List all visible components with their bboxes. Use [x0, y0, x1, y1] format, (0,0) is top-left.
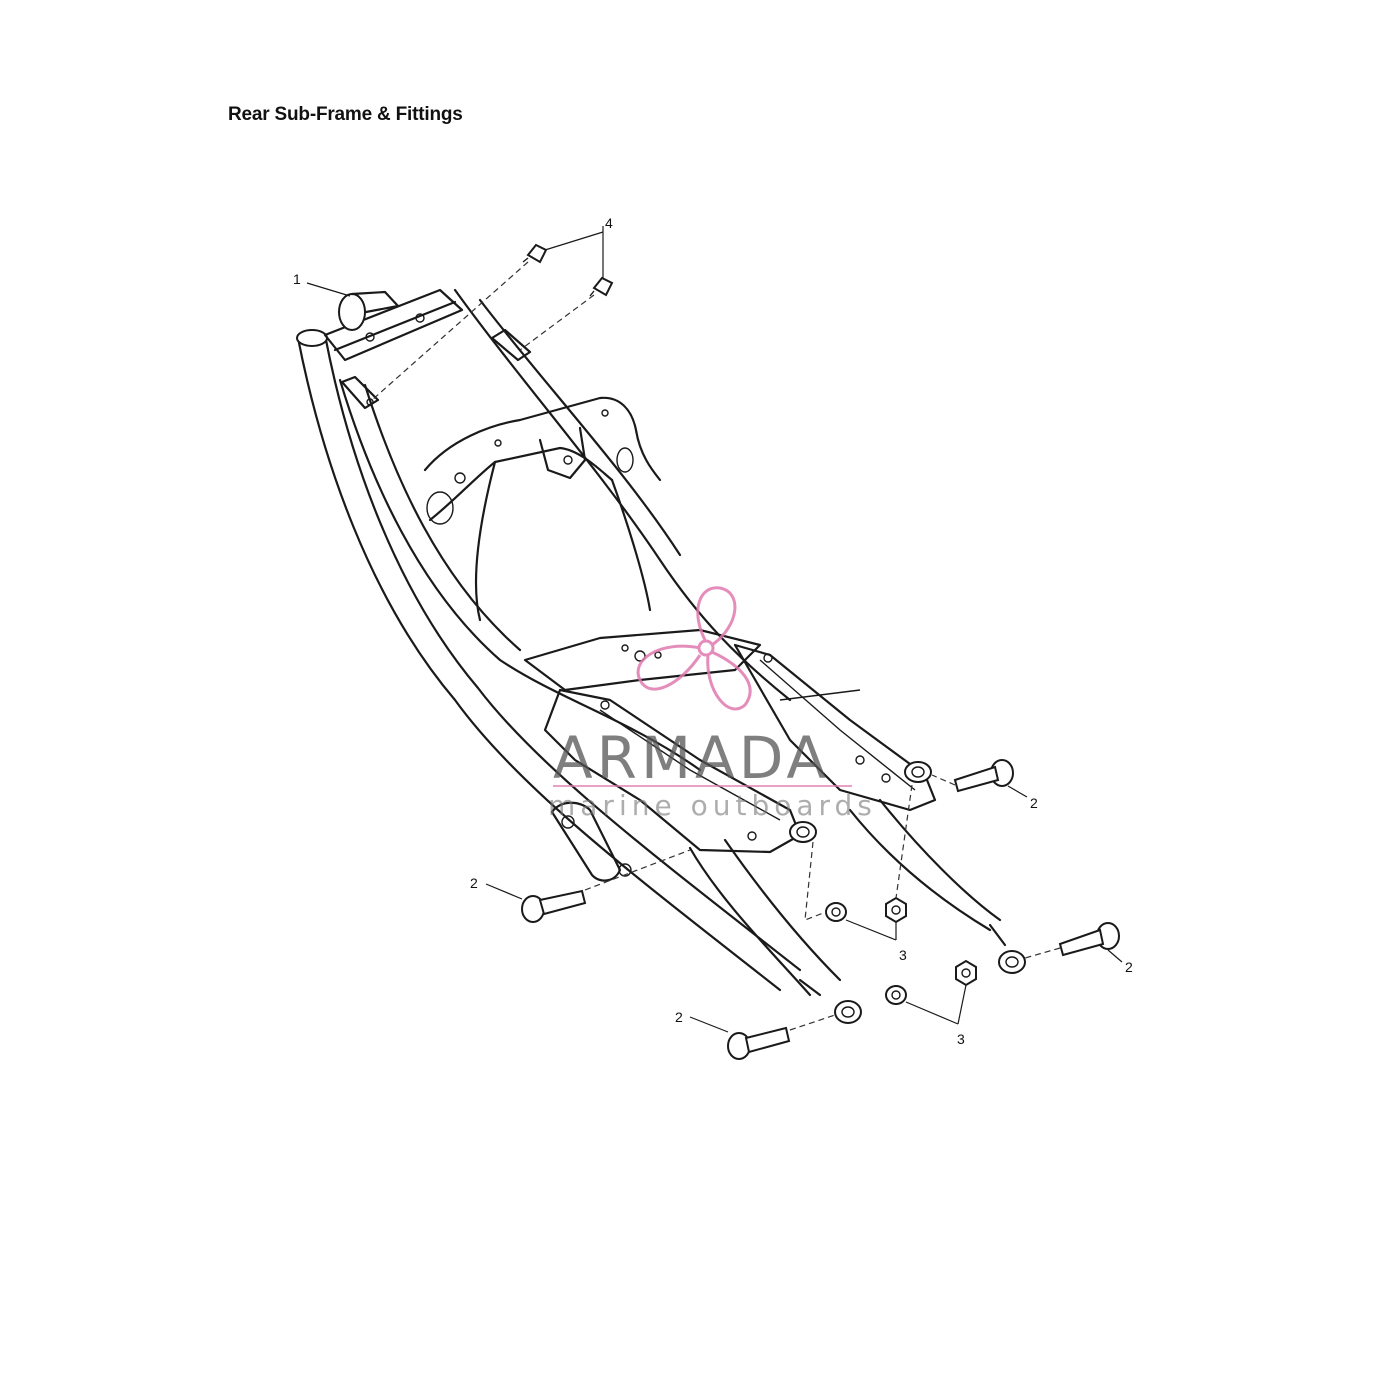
- propeller-logo: [636, 586, 752, 711]
- watermark-tagline: marine outboards: [548, 789, 877, 822]
- long-bolt-right-upper: [953, 759, 1014, 793]
- nut-c: [885, 985, 907, 1005]
- callout-3-upper: 3: [899, 947, 907, 963]
- nut-b: [885, 896, 907, 924]
- watermark-brand: ARMADA: [553, 724, 830, 792]
- watermark: ARMADA marine outboards: [548, 586, 877, 822]
- callout-3-lower: 3: [957, 1031, 965, 1047]
- nut-d: [955, 959, 977, 987]
- left-rail: [296, 336, 782, 992]
- callout-4: 4: [605, 215, 613, 231]
- small-bolt-b: [589, 276, 614, 297]
- leader-lines: [306, 226, 1123, 1033]
- long-bolt-left-upper: [521, 889, 587, 923]
- sub-frame: [296, 288, 1026, 1024]
- long-bolt-right-lower: [1058, 922, 1120, 957]
- callout-2-right-upper: 2: [1030, 795, 1038, 811]
- small-bolt-a: [522, 243, 548, 264]
- callout-2-left-lower: 2: [675, 1009, 683, 1025]
- callout-2-right-lower: 2: [1125, 959, 1133, 975]
- right-rail: [453, 288, 792, 702]
- nut-a: [825, 902, 847, 922]
- long-bolt-left-lower: [727, 1026, 791, 1060]
- callout-2-left-upper: 2: [470, 875, 478, 891]
- clamp-part: [338, 290, 400, 331]
- page-title: Rear Sub-Frame & Fittings: [228, 104, 463, 125]
- assembly-lines: [371, 261, 1061, 1031]
- callout-1: 1: [293, 271, 301, 287]
